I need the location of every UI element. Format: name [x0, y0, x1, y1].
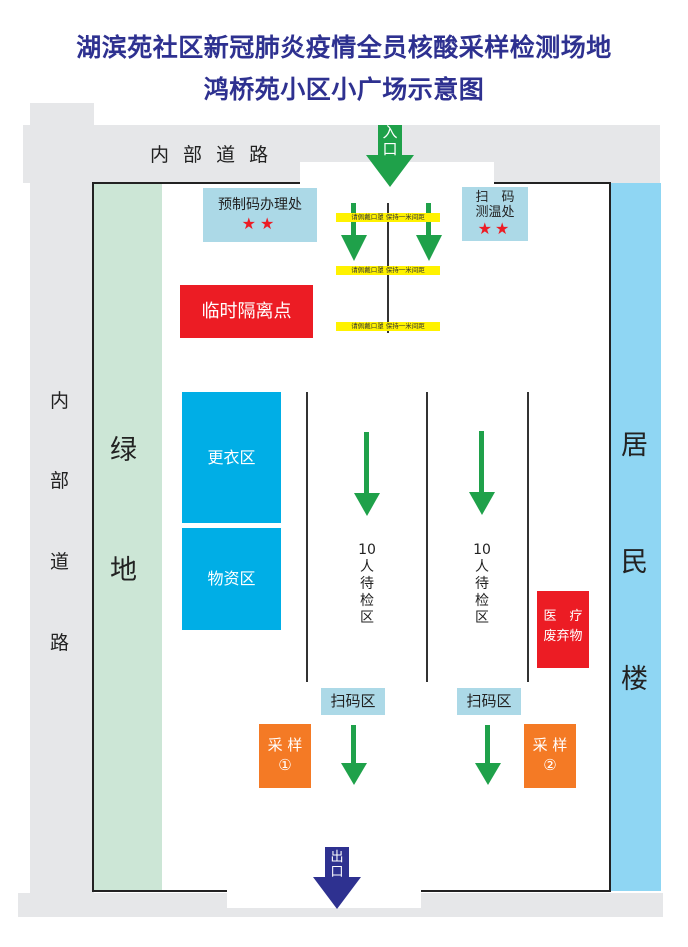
- exit-arrow-icon: [313, 847, 361, 909]
- distance-banner-1: 请佩戴口罩 保持一米间距: [336, 213, 440, 222]
- top-wall-left: [93, 182, 300, 184]
- left-road-char-1: 内: [50, 390, 70, 412]
- scan-temp-stars-icon: ★★: [477, 219, 513, 238]
- entry-arrow-left-icon: [341, 203, 367, 261]
- entrance-arrow-icon: [366, 125, 414, 187]
- changing-area: 更衣区: [182, 392, 281, 523]
- waiting-arrow-left-icon: [354, 432, 380, 516]
- green-belt-char-2: 地: [110, 555, 137, 586]
- title-line-2: 鸿桥苑小区小广场示意图: [203, 75, 485, 104]
- waiting-left-char: 待: [360, 576, 374, 592]
- residential-char-3: 楼: [621, 664, 648, 695]
- scan-zone-left: 扫码区: [321, 688, 385, 715]
- exit-char-1: 出: [330, 850, 344, 865]
- entry-arrow-right-icon: [416, 203, 442, 261]
- right-wall: [609, 182, 611, 892]
- lane-line-2: [426, 392, 428, 682]
- left-road: [30, 103, 94, 915]
- sampling-station-2: 采 样 ②: [524, 724, 576, 788]
- distance-banner-3: 请佩戴口罩 保持一米间距: [336, 322, 440, 331]
- waiting-left-char: 区: [360, 610, 374, 626]
- green-belt: [94, 184, 162, 890]
- waiting-right-char: 人: [475, 559, 489, 575]
- waiting-right-char: 区: [475, 610, 489, 626]
- waiting-left-char: 检: [360, 593, 374, 609]
- entrance-char-1: 入: [382, 123, 398, 141]
- sample-arrow-right-icon: [475, 725, 501, 785]
- scan-temp-line1: 扫 码: [475, 190, 515, 205]
- top-road-label: 内 部 道 路: [150, 144, 273, 166]
- precode-label: 预制码办理处: [218, 197, 302, 213]
- waiting-area-right: 10 人 待 检 区: [467, 542, 497, 627]
- green-belt-char-1: 绿: [110, 435, 137, 466]
- lane-line-1: [306, 392, 308, 682]
- sampling-2-number: ②: [543, 756, 557, 774]
- distance-banner-2: 请佩戴口罩 保持一米间距: [336, 266, 440, 275]
- left-road-char-3: 道: [50, 551, 70, 573]
- waiting-right-char: 检: [475, 593, 489, 609]
- title-line-1: 湖滨苑社区新冠肺炎疫情全员核酸采样检测场地: [76, 33, 612, 62]
- isolation-point: 临时隔离点: [180, 285, 313, 338]
- sample-arrow-left-icon: [341, 725, 367, 785]
- entrance-char-2: 口: [382, 140, 398, 158]
- scan-temp-line2: 测温处: [475, 205, 515, 220]
- sampling-station-1: 采 样 ①: [259, 724, 311, 788]
- waiting-left-count: 10: [358, 542, 376, 558]
- residential-char-2: 民: [621, 547, 648, 578]
- bottom-wall-left: [92, 890, 227, 892]
- waiting-left-char: 人: [360, 559, 374, 575]
- left-road-char-4: 路: [50, 632, 70, 654]
- residential-char-1: 居: [621, 430, 648, 461]
- supplies-area: 物资区: [182, 528, 281, 630]
- sampling-1-number: ①: [278, 756, 292, 774]
- lane-line-3: [527, 392, 529, 682]
- scan-zone-right: 扫码区: [457, 688, 521, 715]
- waiting-right-count: 10: [473, 542, 491, 558]
- left-wall: [92, 182, 94, 892]
- precode-stars-icon: ★★: [241, 214, 279, 233]
- waiting-arrow-right-icon: [469, 431, 495, 515]
- sampling-1-label: 采 样: [267, 736, 303, 754]
- exit-char-2: 口: [330, 865, 344, 880]
- waiting-right-char: 待: [475, 576, 489, 592]
- residential-building: [611, 183, 661, 891]
- bottom-wall-right: [421, 890, 611, 892]
- precode-station: 预制码办理处 ★★: [203, 188, 317, 242]
- scan-temp-station: 扫 码 测温处 ★★: [462, 187, 528, 241]
- exit-label: 出 口: [325, 850, 349, 880]
- entrance-label: 入 口: [378, 124, 402, 158]
- waiting-area-left: 10 人 待 检 区: [352, 542, 382, 627]
- medical-waste-line2: 废弃物: [543, 629, 583, 644]
- left-road-char-2: 部: [50, 470, 70, 492]
- top-wall-right: [494, 182, 610, 184]
- sampling-2-label: 采 样: [532, 736, 568, 754]
- medical-waste-line1: 医 疗: [543, 609, 583, 624]
- medical-waste: 医 疗 废弃物: [537, 591, 589, 668]
